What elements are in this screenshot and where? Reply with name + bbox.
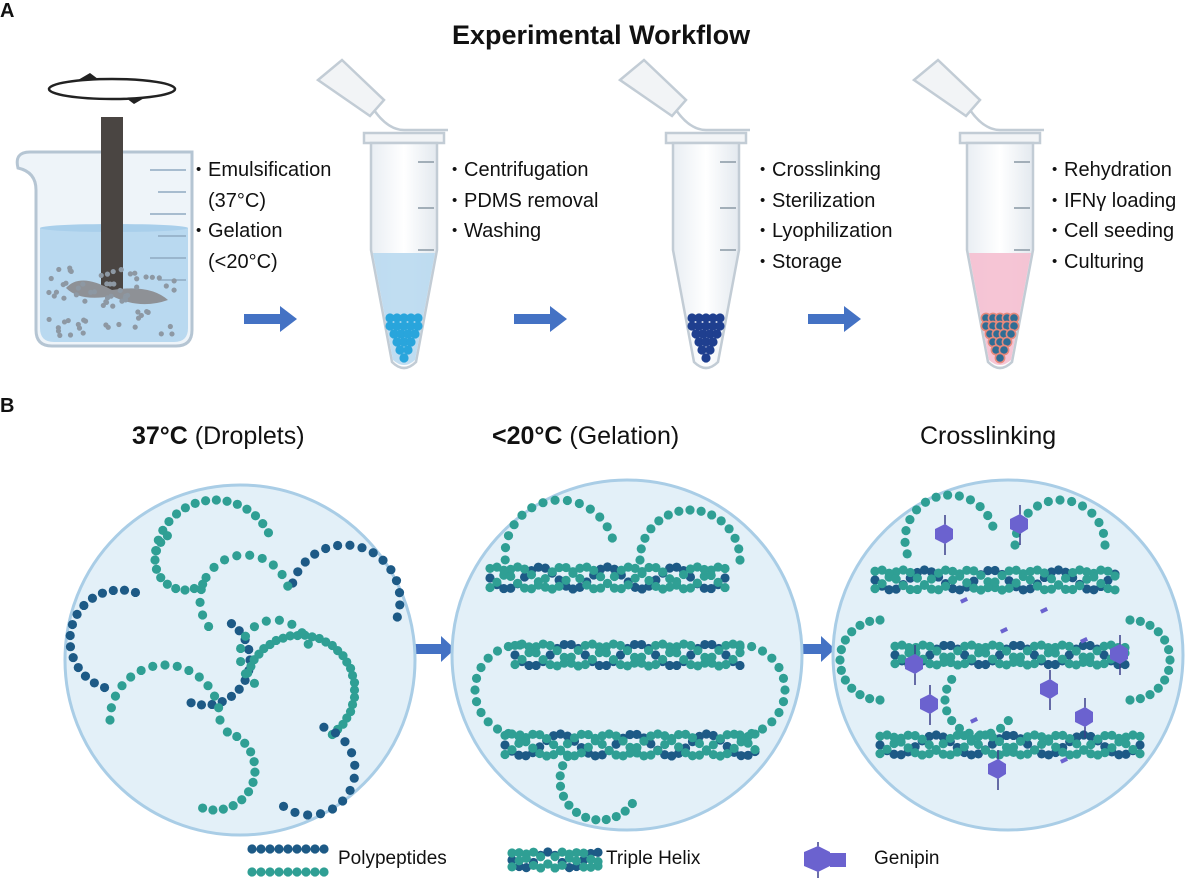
step-item: Emulsification xyxy=(196,155,331,186)
stage-title-droplets-bold: 37°C xyxy=(132,422,188,450)
step-list-emulsification: Emulsification (37°C) Gelation (<20°C) xyxy=(196,155,331,277)
stage-arrow-1 xyxy=(415,636,455,662)
genipin-legend-icon xyxy=(804,842,846,878)
tube-pink-beads xyxy=(911,58,1044,370)
stage-title-crosslinking-rest: Crosslinking xyxy=(920,422,1057,450)
stage-title-crosslinking: Crosslinking xyxy=(920,422,1056,451)
step-item: Gelation xyxy=(196,216,331,247)
tube-dark-beads xyxy=(617,58,750,370)
triple-helix-legend-icon xyxy=(507,847,603,873)
step-item: Cell seeding xyxy=(1052,216,1176,247)
step-item: Rehydration xyxy=(1052,155,1176,186)
step-list-centrifugation: CentrifugationPDMS removalWashing xyxy=(452,155,598,247)
stage-title-gelation-rest: (Gelation) xyxy=(562,422,680,450)
workflow-title: Experimental Workflow xyxy=(452,20,751,50)
crosslinking-circle xyxy=(831,478,1185,832)
stage-arrow-2 xyxy=(795,636,835,662)
step-list-crosslinking: CrosslinkingSterilizationLyophilizationS… xyxy=(760,155,892,277)
step-item: Storage xyxy=(760,247,892,278)
tube-light-beads xyxy=(315,58,448,370)
polypeptides-legend-icon xyxy=(247,844,329,877)
step-item: IFNγ loading xyxy=(1052,186,1176,217)
workflow-arrow-3 xyxy=(808,306,861,332)
panel-b-letter: B xyxy=(0,395,15,417)
stage-title-droplets: 37°C (Droplets) xyxy=(132,422,305,451)
step-item: PDMS removal xyxy=(452,186,598,217)
rotation-arrow-icon xyxy=(47,77,177,101)
legend-polypeptides-label: Polypeptides xyxy=(338,848,447,869)
step-item: Centrifugation xyxy=(452,155,598,186)
step-item: Sterilization xyxy=(760,186,892,217)
step-list-rehydration: RehydrationIFNγ loadingCell seedingCultu… xyxy=(1052,155,1176,277)
beaker-illustration xyxy=(15,73,194,348)
workflow-arrow-2 xyxy=(514,306,567,332)
step-item: Washing xyxy=(452,216,598,247)
legend-triple-helix-label: Triple Helix xyxy=(606,848,701,869)
stage-title-droplets-rest: (Droplets) xyxy=(187,422,305,450)
stirrer-shaft xyxy=(101,117,123,292)
step-item: Crosslinking xyxy=(760,155,892,186)
step-item: (37°C) xyxy=(208,189,267,212)
gelation-circle xyxy=(450,478,804,832)
workflow-arrow-1 xyxy=(244,306,297,332)
panel-a-letter: A xyxy=(0,0,15,22)
stage-title-gelation-bold: <20°C xyxy=(492,422,563,450)
legend-genipin-label: Genipin xyxy=(874,848,940,869)
stirrer-impeller xyxy=(66,280,168,305)
step-item: Lyophilization xyxy=(760,216,892,247)
step-item: (<20°C) xyxy=(208,250,278,273)
stage-title-gelation: <20°C (Gelation) xyxy=(492,422,679,451)
step-item: Culturing xyxy=(1052,247,1176,278)
droplets-circle xyxy=(63,483,417,837)
